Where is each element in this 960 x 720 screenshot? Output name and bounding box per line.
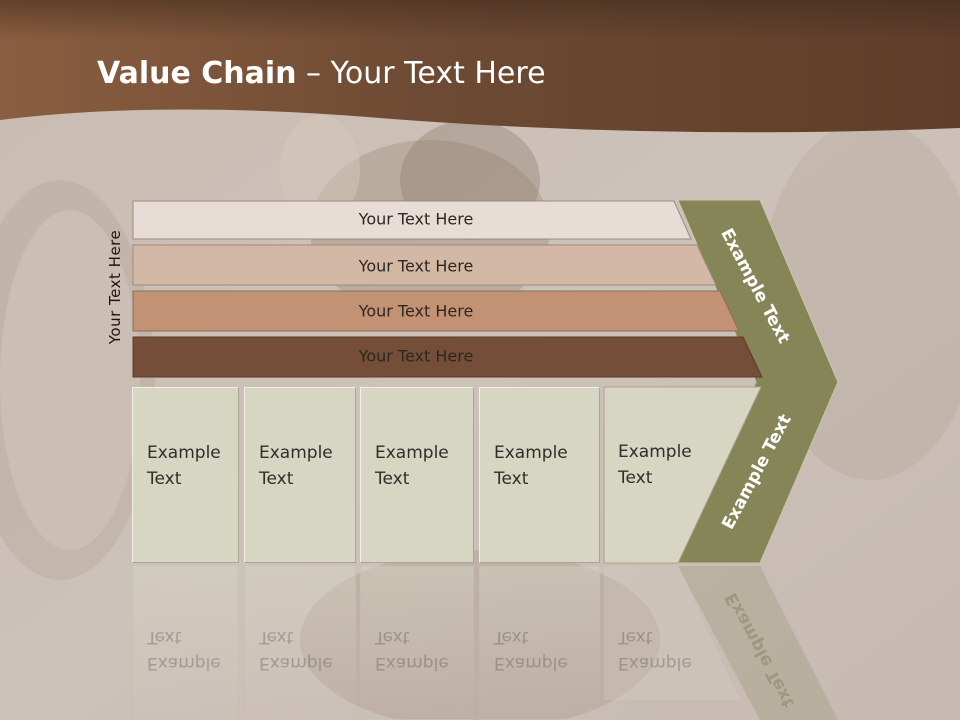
bar-4-label: Your Text Here [358, 347, 474, 366]
box-3-reflection-line1: Example [375, 653, 449, 673]
box-4-line1: Example [494, 443, 568, 463]
box-5-text: Example Text [618, 439, 692, 491]
box-1-reflection-line2: Text [147, 627, 182, 647]
box-4-text: Example Text [494, 440, 568, 492]
box-1-line2: Text [147, 469, 182, 489]
title-rest: – Your Text Here [296, 56, 546, 91]
box-4-line2: Text [494, 469, 529, 489]
bar-3-label: Your Text Here [358, 302, 474, 321]
box-5-reflection-shape [604, 566, 740, 700]
box-1-text: Example Text [147, 440, 221, 492]
box-3-reflection-line2: Text [375, 627, 410, 647]
box-2: Example Text [244, 387, 356, 563]
box-5-reflection-text: Example Text [618, 624, 692, 676]
box-1-line1: Example [147, 443, 221, 463]
box-2-line1: Example [259, 443, 333, 463]
bar-4: Your Text Here [132, 336, 763, 378]
box-2-line2: Text [259, 469, 294, 489]
box-3-reflection: Example Text [360, 566, 474, 720]
box-1: Example Text [132, 387, 239, 563]
box-4-reflection-line2: Text [494, 627, 529, 647]
bar-3: Your Text Here [132, 290, 740, 332]
box-5-reflection-line1: Example [618, 653, 692, 673]
box-5-shape [603, 386, 762, 564]
box-3-reflection-text: Example Text [375, 624, 449, 676]
box-2-reflection-line1: Example [259, 653, 333, 673]
box-3: Example Text [360, 387, 474, 563]
box-2-reflection-text: Example Text [259, 624, 333, 676]
box-3-line2: Text [375, 469, 410, 489]
box-1-reflection-text: Example Text [147, 624, 221, 676]
title-bold: Value Chain [97, 56, 297, 91]
box-1-reflection-line1: Example [147, 653, 221, 673]
box-5-line2: Text [618, 468, 653, 488]
slide-title: Value Chain – Your Text Here [97, 52, 546, 96]
bar-2-label: Your Text Here [358, 257, 474, 276]
box-1-reflection: Example Text [132, 566, 239, 720]
bar-2: Your Text Here [132, 244, 717, 286]
box-4: Example Text [479, 387, 600, 563]
box-2-reflection-line2: Text [259, 627, 294, 647]
box-3-text: Example Text [375, 440, 449, 492]
box-5-reflection-line2: Text [618, 627, 653, 647]
box-2-reflection: Example Text [244, 566, 356, 720]
bar-1-label: Your Text Here [358, 210, 474, 229]
box-4-reflection: Example Text [479, 566, 600, 720]
bar-1: Your Text Here [132, 200, 692, 240]
box-2-text: Example Text [259, 440, 333, 492]
box-5-line1: Example [618, 442, 692, 462]
box-4-reflection-text: Example Text [494, 624, 568, 676]
box-3-line1: Example [375, 443, 449, 463]
box-4-reflection-line1: Example [494, 653, 568, 673]
